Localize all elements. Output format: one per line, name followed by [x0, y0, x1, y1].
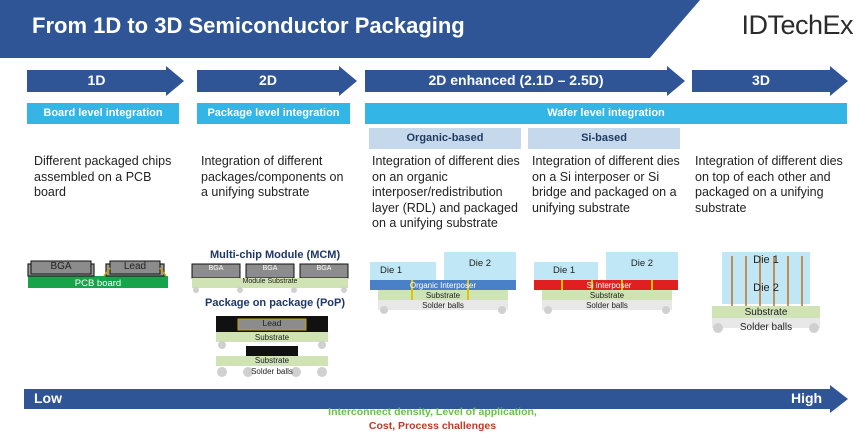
organic-substrate-label: Substrate	[425, 291, 461, 300]
bga-label: BGA	[50, 261, 72, 272]
mcm-caption: Multi-chip Module (MCM)	[210, 249, 341, 261]
title-bar: From 1D to 3D Semiconductor Packaging	[0, 0, 700, 58]
3d-substrate-label: Substrate	[744, 307, 788, 318]
si-interposer-diagram	[534, 252, 678, 314]
stage-label-1d: 1D	[87, 72, 106, 88]
pop-diagram	[216, 316, 328, 377]
level-box-package: Package level integration	[197, 103, 350, 124]
footer-line-1: Interconnect density, Level of applicati…	[328, 406, 537, 418]
description-1d: Different packaged chips assembled on a …	[34, 154, 172, 199]
si-substrate-label: Substrate	[589, 291, 625, 300]
idtechex-logo: IDTechEx	[741, 10, 853, 40]
progression-arrow	[24, 385, 848, 413]
si-solder-balls-label: Solder balls	[586, 301, 628, 310]
organic-interposer-label: Organic Interposer	[409, 281, 477, 290]
mcm-chip-label-2: BGA	[262, 265, 278, 272]
description-si: Integration of different dies on a Si in…	[532, 154, 680, 215]
stage-label-2d-enhanced: 2D enhanced (2.1D – 2.5D)	[428, 72, 604, 88]
organic-solder-balls-label: Solder balls	[422, 301, 464, 310]
board-level-diagram	[27, 260, 168, 288]
description-3d: Integration of different dies on top of …	[695, 154, 843, 215]
sub-box-si: Si-based	[528, 128, 680, 149]
si-die1-label: Die 1	[553, 265, 576, 276]
stage-arrow-1d: 1D	[27, 66, 184, 96]
pop-substrate-top-label: Substrate	[254, 333, 290, 342]
si-interposer-label: Si interposer	[586, 281, 632, 290]
description-2d: Integration of different packages/compon…	[201, 154, 344, 199]
pop-solder-balls-label: Solder balls	[251, 367, 293, 376]
pop-lead-label: Lead	[262, 318, 282, 328]
pop-caption: Package on package (PoP)	[205, 297, 345, 309]
stage-arrow-2d-enhanced: 2D enhanced (2.1D – 2.5D)	[365, 66, 685, 96]
lead-label: Lead	[123, 261, 147, 272]
axis-high-label: High	[791, 390, 823, 406]
level-box-board: Board level integration	[27, 103, 179, 124]
mcm-chip-label-3: BGA	[316, 265, 332, 272]
stage-arrow-2d: 2D	[197, 66, 357, 96]
3d-solder-balls-label: Solder balls	[739, 322, 793, 333]
sub-box-organic: Organic-based	[369, 128, 521, 149]
footer-line-2: Cost, Process challenges	[368, 420, 497, 432]
3d-stack-diagram	[712, 252, 820, 333]
si-die2-label: Die 2	[630, 258, 654, 269]
3d-die1-label: Die 1	[753, 254, 779, 266]
pop-substrate-bottom-label: Substrate	[254, 356, 290, 365]
organic-die2-label: Die 2	[468, 258, 492, 269]
3d-die2-label: Die 2	[753, 282, 779, 294]
organic-interposer-diagram	[370, 252, 516, 314]
axis-low-label: Low	[34, 390, 62, 406]
page-title: From 1D to 3D Semiconductor Packaging	[32, 13, 465, 38]
title-bar-shape	[0, 0, 700, 58]
mcm-substrate-label: Module Substrate	[242, 278, 298, 285]
stage-label-2d: 2D	[259, 72, 277, 88]
stage-arrow-3d: 3D	[692, 66, 848, 96]
description-organic: Integration of different dies on an orga…	[372, 154, 520, 230]
organic-die1-label: Die 1	[380, 265, 403, 276]
pcb-board-label: PCB board	[74, 278, 122, 289]
level-box-wafer: Wafer level integration	[365, 103, 847, 124]
mcm-diagram	[191, 263, 349, 293]
stage-label-3d: 3D	[752, 72, 770, 88]
mcm-chip-label-1: BGA	[208, 265, 224, 272]
